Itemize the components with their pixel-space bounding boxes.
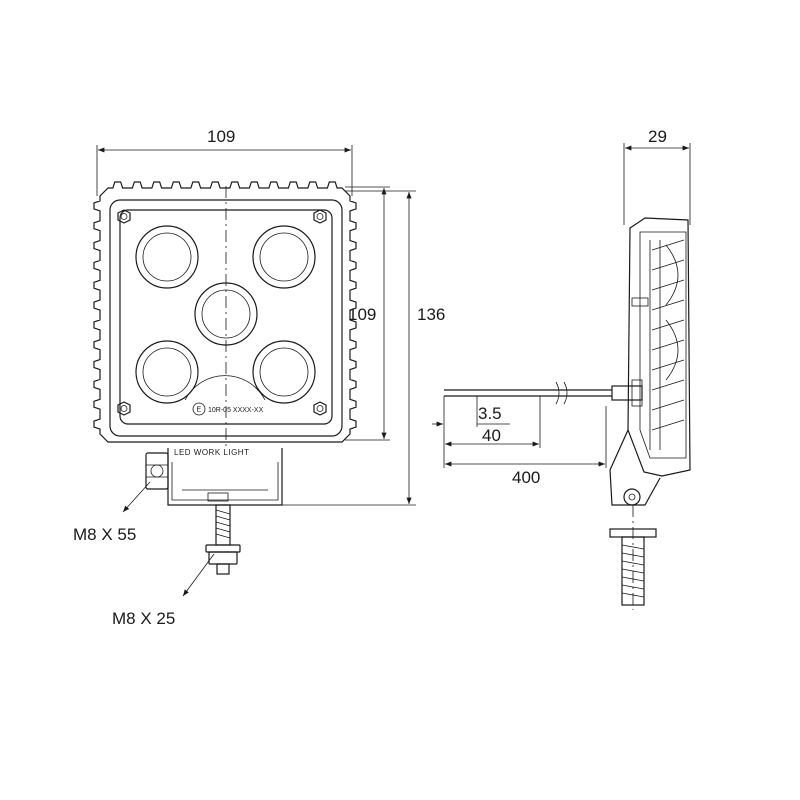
lamp-housing-outline bbox=[93, 181, 357, 443]
leader-bolt-short bbox=[182, 553, 215, 597]
dim-overall-height: 136 bbox=[417, 305, 445, 324]
bolt-washer bbox=[205, 544, 241, 553]
dim-front-height: 109 bbox=[348, 305, 376, 324]
pivot-bolt bbox=[623, 488, 641, 506]
led-top-right bbox=[252, 225, 316, 289]
dim-side-depth: 29 bbox=[648, 127, 667, 146]
approval-mark: E bbox=[197, 407, 202, 414]
side-bracket bbox=[609, 429, 661, 506]
led-bottom-left bbox=[135, 340, 199, 404]
approval-code: 10R-05 XXXX-XX bbox=[208, 407, 264, 414]
screw-bottom-left bbox=[117, 401, 131, 416]
housing-label: LED WORK LIGHT bbox=[174, 448, 249, 457]
dim-cable-strip: 40 bbox=[482, 426, 501, 445]
cable-gland bbox=[611, 385, 643, 401]
screw-top-left bbox=[117, 209, 131, 224]
led-top-left bbox=[135, 225, 199, 289]
screw-top-right bbox=[313, 209, 327, 224]
led-center bbox=[194, 282, 258, 346]
side-lens-curve-1 bbox=[665, 244, 679, 306]
side-view: 29 3.5 40 400 bbox=[432, 127, 691, 610]
leader-bolt-long bbox=[122, 481, 151, 513]
dim-cable-length: 400 bbox=[512, 468, 540, 487]
side-housing-outline bbox=[627, 217, 691, 477]
bracket-nut bbox=[207, 492, 229, 502]
dim-cable-stub: 3.5 bbox=[478, 404, 502, 423]
label-bolt-short: M8 X 25 bbox=[112, 609, 175, 628]
side-screw bbox=[631, 297, 649, 307]
bolt-nut bbox=[208, 551, 238, 565]
screw-bottom-right bbox=[313, 401, 327, 416]
side-housing-inner bbox=[639, 231, 687, 459]
approval-mark-circle bbox=[192, 402, 206, 416]
side-hatching bbox=[651, 239, 685, 431]
bottom-bolt bbox=[205, 504, 241, 575]
front-view: E 10R-05 XXXX-XX LED WORK LIGHT M8 X 55 … bbox=[73, 127, 445, 628]
approval-area-arc bbox=[184, 375, 266, 401]
cable-break bbox=[555, 381, 568, 405]
side-lens-curve-2 bbox=[665, 319, 679, 381]
label-bolt-long: M8 X 55 bbox=[73, 525, 136, 544]
led-bottom-right bbox=[252, 340, 316, 404]
mounting-bracket-inner bbox=[171, 462, 279, 501]
dim-front-width: 109 bbox=[207, 127, 235, 146]
side-bolt-head bbox=[145, 452, 169, 490]
